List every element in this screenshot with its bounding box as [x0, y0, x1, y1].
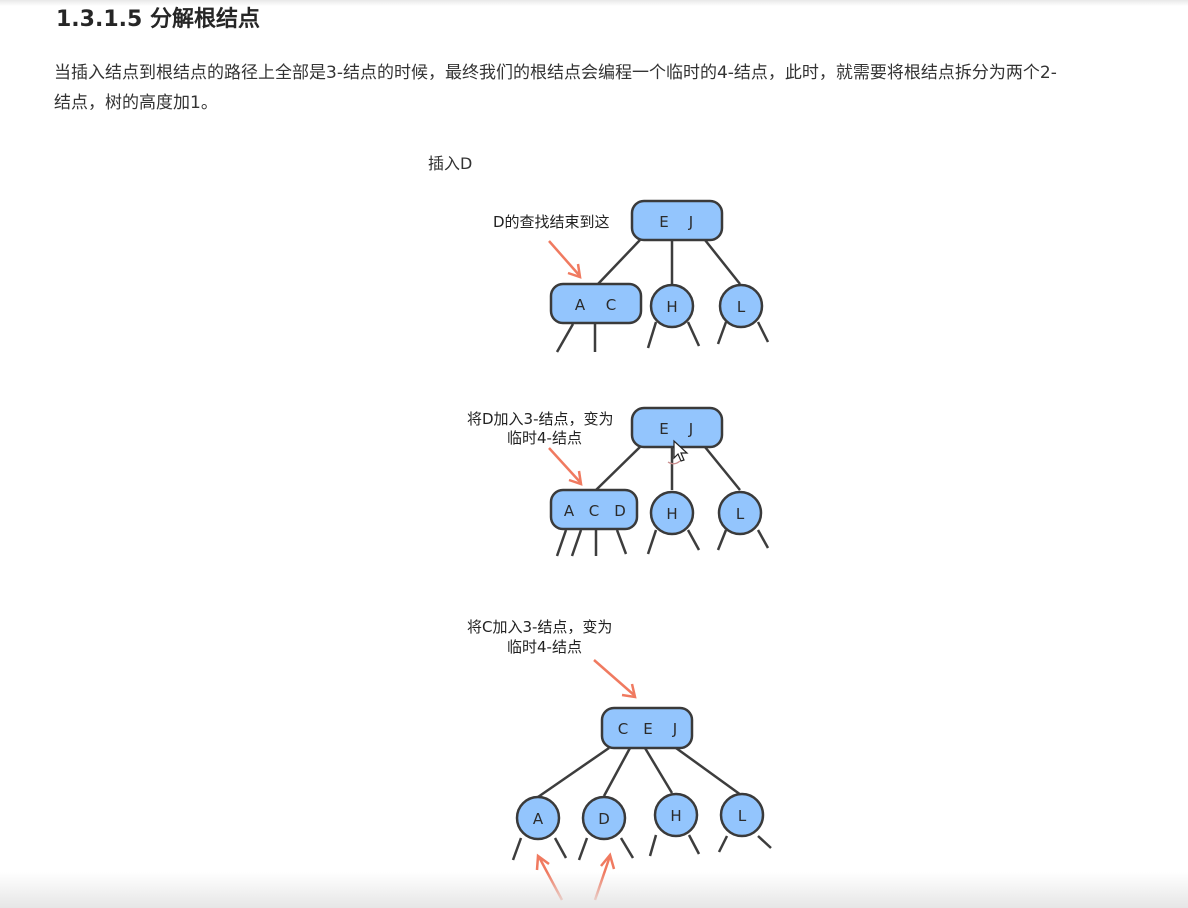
child-pointer [757, 835, 772, 849]
step-2-diagram: E J A C D H L 将D加入3-结点，变为 临时4-结点 [467, 406, 770, 557]
tree-edge [537, 746, 610, 799]
temp-four-node-acd [549, 488, 639, 531]
node-key: L [737, 298, 746, 316]
node-key: H [666, 298, 677, 316]
child-pointer [570, 529, 583, 557]
node-key: C [618, 720, 628, 738]
leaf-node-d [581, 795, 627, 841]
tree-edge [597, 239, 641, 285]
step-3-annotation-line-2: 临时4-结点 [507, 638, 582, 656]
child-pointer [687, 834, 701, 855]
child-pointer [716, 529, 728, 551]
step-3-diagram: C E J A D H L 将C加入3-结点，变为 临时4-结点 [467, 618, 772, 901]
node-key: C [589, 502, 599, 520]
node-key: E [659, 420, 668, 438]
tree-edge [675, 746, 742, 797]
child-pointer [756, 529, 770, 549]
child-pointer [686, 529, 701, 551]
step-3-annotation-line-1: 将C加入3-结点，变为 [467, 618, 612, 636]
step-2-annotation-line-2: 临时4-结点 [507, 429, 582, 447]
child-pointer [553, 837, 568, 859]
child-pointer [646, 321, 658, 349]
node-key: A [564, 502, 575, 520]
node-key: A [575, 296, 586, 314]
section-heading: 1.3.1.5 分解根结点 [56, 7, 260, 32]
tree-edge [602, 747, 632, 797]
pen-mark [667, 460, 681, 465]
node-key: E [659, 213, 668, 231]
arrow-head [567, 263, 582, 279]
node-key: H [666, 505, 677, 523]
annotation-arrow [548, 240, 580, 276]
top-shadow [0, 0, 1188, 6]
annotation-arrow [548, 447, 581, 483]
step-2-annotation-line-1: 将D加入3-结点，变为 [467, 410, 614, 428]
root-node [630, 199, 724, 242]
node-key: D [614, 502, 626, 520]
child-pointer [555, 323, 575, 353]
child-pointer [511, 837, 523, 861]
child-pointer [619, 837, 635, 859]
arrow-head [535, 853, 550, 871]
tree-edge [704, 239, 741, 285]
step-1-annotation: D的查找结束到这 [493, 213, 610, 231]
child-pointer [646, 529, 658, 555]
node-key: C [606, 296, 616, 314]
arrow-head [600, 852, 616, 870]
tree-edge [704, 446, 741, 491]
leaf-node-l [718, 283, 764, 329]
temp-four-node-root [600, 706, 694, 750]
node-key: J [688, 213, 693, 231]
child-pointer [717, 835, 729, 853]
root-node [630, 406, 724, 449]
leaf-node-l [717, 490, 763, 536]
child-pointer [648, 834, 658, 857]
child-pointer [756, 321, 770, 343]
node-key: H [670, 807, 681, 825]
node-key: J [672, 720, 677, 738]
leaf-node-a [515, 795, 561, 841]
leaf-node-h [653, 792, 699, 838]
section-paragraph: 当插入结点到根结点的路径上全部是3-结点的时候，最终我们的根结点会编程一个临时的… [54, 58, 1186, 122]
tree-edge [643, 747, 674, 794]
bottom-shadow [0, 872, 1188, 908]
leaf-node-l [719, 792, 765, 838]
child-pointer [555, 529, 568, 557]
three-node-ac [549, 282, 643, 325]
node-key: E [643, 720, 652, 738]
node-key: L [738, 807, 747, 825]
paragraph-line-2: 结点，树的高度加1。 [54, 93, 218, 113]
step-1-diagram: E J A C H L D的查找结束到这 [493, 199, 770, 353]
annotation-arrow [593, 659, 635, 696]
node-key: D [598, 810, 610, 828]
child-pointer [686, 321, 701, 347]
node-key: J [688, 420, 693, 438]
child-pointer [615, 529, 628, 555]
child-pointer [577, 837, 589, 861]
figure-caption: 插入D [428, 154, 472, 173]
arrow-head [621, 683, 637, 699]
node-key: L [736, 505, 745, 523]
leaf-node-h [649, 283, 695, 329]
mouse-cursor-icon [673, 439, 689, 462]
paragraph-line-1: 当插入结点到根结点的路径上全部是3-结点的时候，最终我们的根结点会编程一个临时的… [54, 63, 1057, 83]
arrow-head [568, 470, 583, 486]
child-pointer [716, 321, 728, 345]
tree-edge [595, 446, 641, 491]
leaf-node-h [649, 490, 695, 536]
node-key: A [533, 810, 544, 828]
